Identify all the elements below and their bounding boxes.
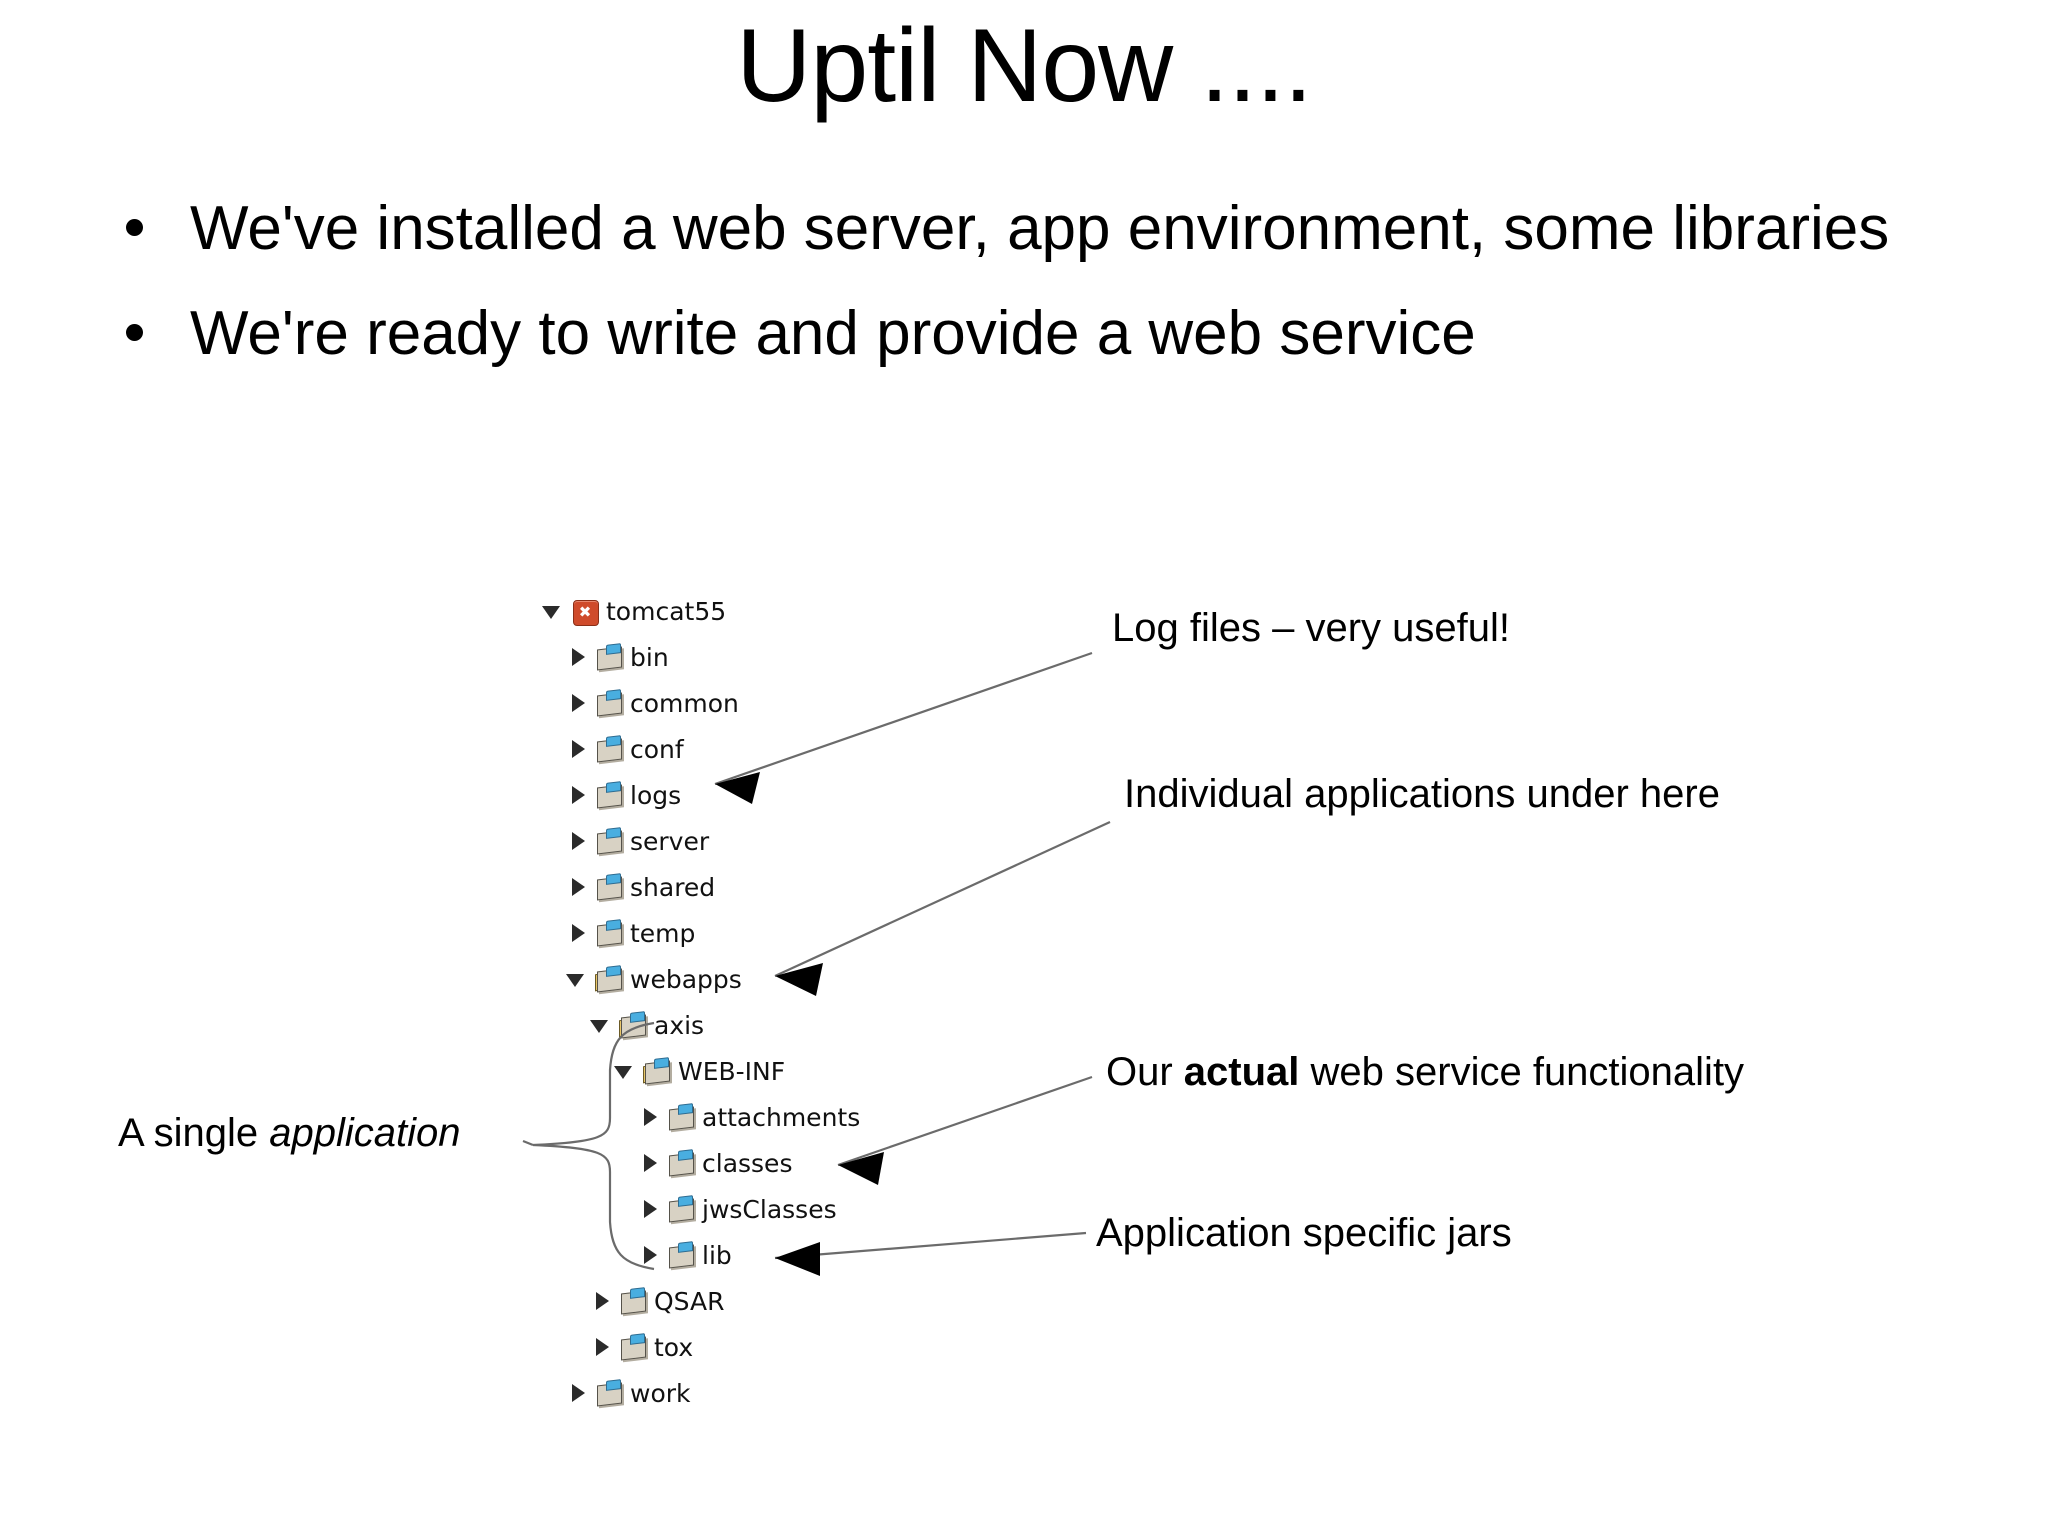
folder-icon	[595, 1379, 625, 1407]
folder-icon	[667, 1195, 697, 1223]
chevron-down-icon[interactable]	[564, 966, 590, 992]
chevron-right-icon[interactable]	[564, 736, 590, 762]
tree-row-server[interactable]: server	[564, 818, 860, 864]
chevron-right-icon[interactable]	[636, 1104, 662, 1130]
tree-row-label: bin	[630, 642, 669, 672]
folder-icon	[667, 1103, 697, 1131]
folder-icon	[595, 735, 625, 763]
tree-row-conf[interactable]: conf	[564, 726, 860, 772]
tomcat-root-icon	[571, 597, 601, 626]
tree-row-label: server	[630, 826, 710, 856]
chevron-right-icon[interactable]	[564, 644, 590, 670]
bullet-dot-icon	[126, 324, 143, 342]
tree-row-common[interactable]: common	[564, 680, 860, 726]
folder-icon	[595, 873, 625, 901]
tree-row-label: logs	[630, 780, 682, 810]
chevron-right-icon[interactable]	[588, 1334, 614, 1360]
folder-icon	[595, 781, 625, 809]
tree-row-tox[interactable]: tox	[588, 1324, 860, 1370]
tree-row-label: axis	[654, 1010, 705, 1040]
tree-row-label: classes	[702, 1148, 793, 1178]
tree-row-label: WEB-INF	[678, 1056, 786, 1086]
folder-open-icon	[619, 1011, 649, 1039]
folder-open-icon	[595, 965, 625, 993]
list-item-label: We're ready to write and provide a web s…	[190, 299, 1476, 369]
tree-row-lib[interactable]: lib	[636, 1232, 860, 1278]
tree-row-label: work	[630, 1378, 691, 1408]
chevron-down-icon[interactable]	[588, 1012, 614, 1038]
folder-icon	[595, 919, 625, 947]
annotation-text-post: web service functionality	[1299, 1050, 1745, 1094]
chevron-right-icon[interactable]	[564, 920, 590, 946]
chevron-down-icon[interactable]	[540, 598, 566, 624]
tree-row-label: jwsClasses	[702, 1194, 837, 1224]
chevron-right-icon[interactable]	[588, 1288, 614, 1314]
tree-row-axis[interactable]: axis	[588, 1002, 860, 1048]
tree-row-web-inf[interactable]: WEB-INF	[612, 1048, 860, 1094]
folder-icon	[595, 689, 625, 717]
tree-row-logs[interactable]: logs	[564, 772, 860, 818]
tree-row-classes[interactable]: classes	[636, 1140, 860, 1186]
folder-icon	[667, 1241, 697, 1269]
annotation-text-pre: A single	[118, 1111, 270, 1155]
tree-row-label: tox	[654, 1332, 694, 1362]
annotation-web-service-functionality: Our actual web service functionality	[1106, 1048, 1744, 1096]
annotation-application-specific-jars: Application specific jars	[1096, 1211, 1512, 1255]
chevron-right-icon[interactable]	[564, 690, 590, 716]
chevron-down-icon[interactable]	[612, 1058, 638, 1084]
folder-icon	[619, 1333, 649, 1361]
list-item: We're ready to write and provide a web s…	[108, 298, 2008, 369]
chevron-right-icon[interactable]	[564, 782, 590, 808]
list-item-label: We've installed a web server, app enviro…	[190, 194, 1890, 263]
tree-row-label: shared	[630, 872, 716, 902]
tree-row-label: common	[630, 688, 739, 718]
page-title: Uptil Now ....	[736, 8, 1312, 124]
tree-row-label: temp	[630, 918, 696, 948]
chevron-right-icon[interactable]	[636, 1150, 662, 1176]
tree-row-bin[interactable]: bin	[564, 634, 860, 680]
file-tree[interactable]: tomcat55 bin common conf logs server shared tem…	[540, 588, 860, 1416]
bullet-dot-icon	[126, 219, 143, 236]
annotation-log-files: Log files – very useful!	[1112, 606, 1510, 650]
tree-row-label: webapps	[630, 964, 742, 994]
chevron-right-icon[interactable]	[636, 1196, 662, 1222]
tree-row-shared[interactable]: shared	[564, 864, 860, 910]
folder-icon	[595, 827, 625, 855]
tree-row-tomcat55[interactable]: tomcat55	[540, 588, 860, 634]
annotation-individual-applications: Individual applications under here	[1124, 772, 1720, 816]
tree-row-jwsclasses[interactable]: jwsClasses	[636, 1186, 860, 1232]
tree-row-webapps[interactable]: webapps	[564, 956, 860, 1002]
chevron-right-icon[interactable]	[636, 1242, 662, 1268]
tree-row-temp[interactable]: temp	[564, 910, 860, 956]
chevron-right-icon[interactable]	[564, 1380, 590, 1406]
tree-row-label: conf	[630, 734, 684, 764]
list-item: We've installed a web server, app enviro…	[108, 193, 2008, 264]
bullet-list: We've installed a web server, app enviro…	[108, 193, 2008, 404]
chevron-right-icon[interactable]	[564, 828, 590, 854]
tree-row-label: attachments	[702, 1102, 861, 1132]
folder-icon	[595, 643, 625, 671]
tree-row-label: QSAR	[654, 1286, 725, 1316]
annotation-text-italic: application	[269, 1111, 461, 1155]
leader-line-classes	[837, 1075, 1093, 1185]
tree-row-label: tomcat55	[606, 596, 727, 626]
folder-icon	[667, 1149, 697, 1177]
annotation-text-pre: Our	[1106, 1050, 1184, 1094]
folder-icon	[619, 1287, 649, 1315]
tree-row-work[interactable]: work	[564, 1370, 860, 1416]
annotation-a-single-application: A single application	[118, 1109, 460, 1157]
tree-row-label: lib	[702, 1240, 732, 1270]
tree-row-qsar[interactable]: QSAR	[588, 1278, 860, 1324]
annotation-text-bold: actual	[1183, 1050, 1300, 1094]
folder-open-icon	[643, 1057, 673, 1085]
tree-row-attachments[interactable]: attachments	[636, 1094, 860, 1140]
chevron-right-icon[interactable]	[564, 874, 590, 900]
